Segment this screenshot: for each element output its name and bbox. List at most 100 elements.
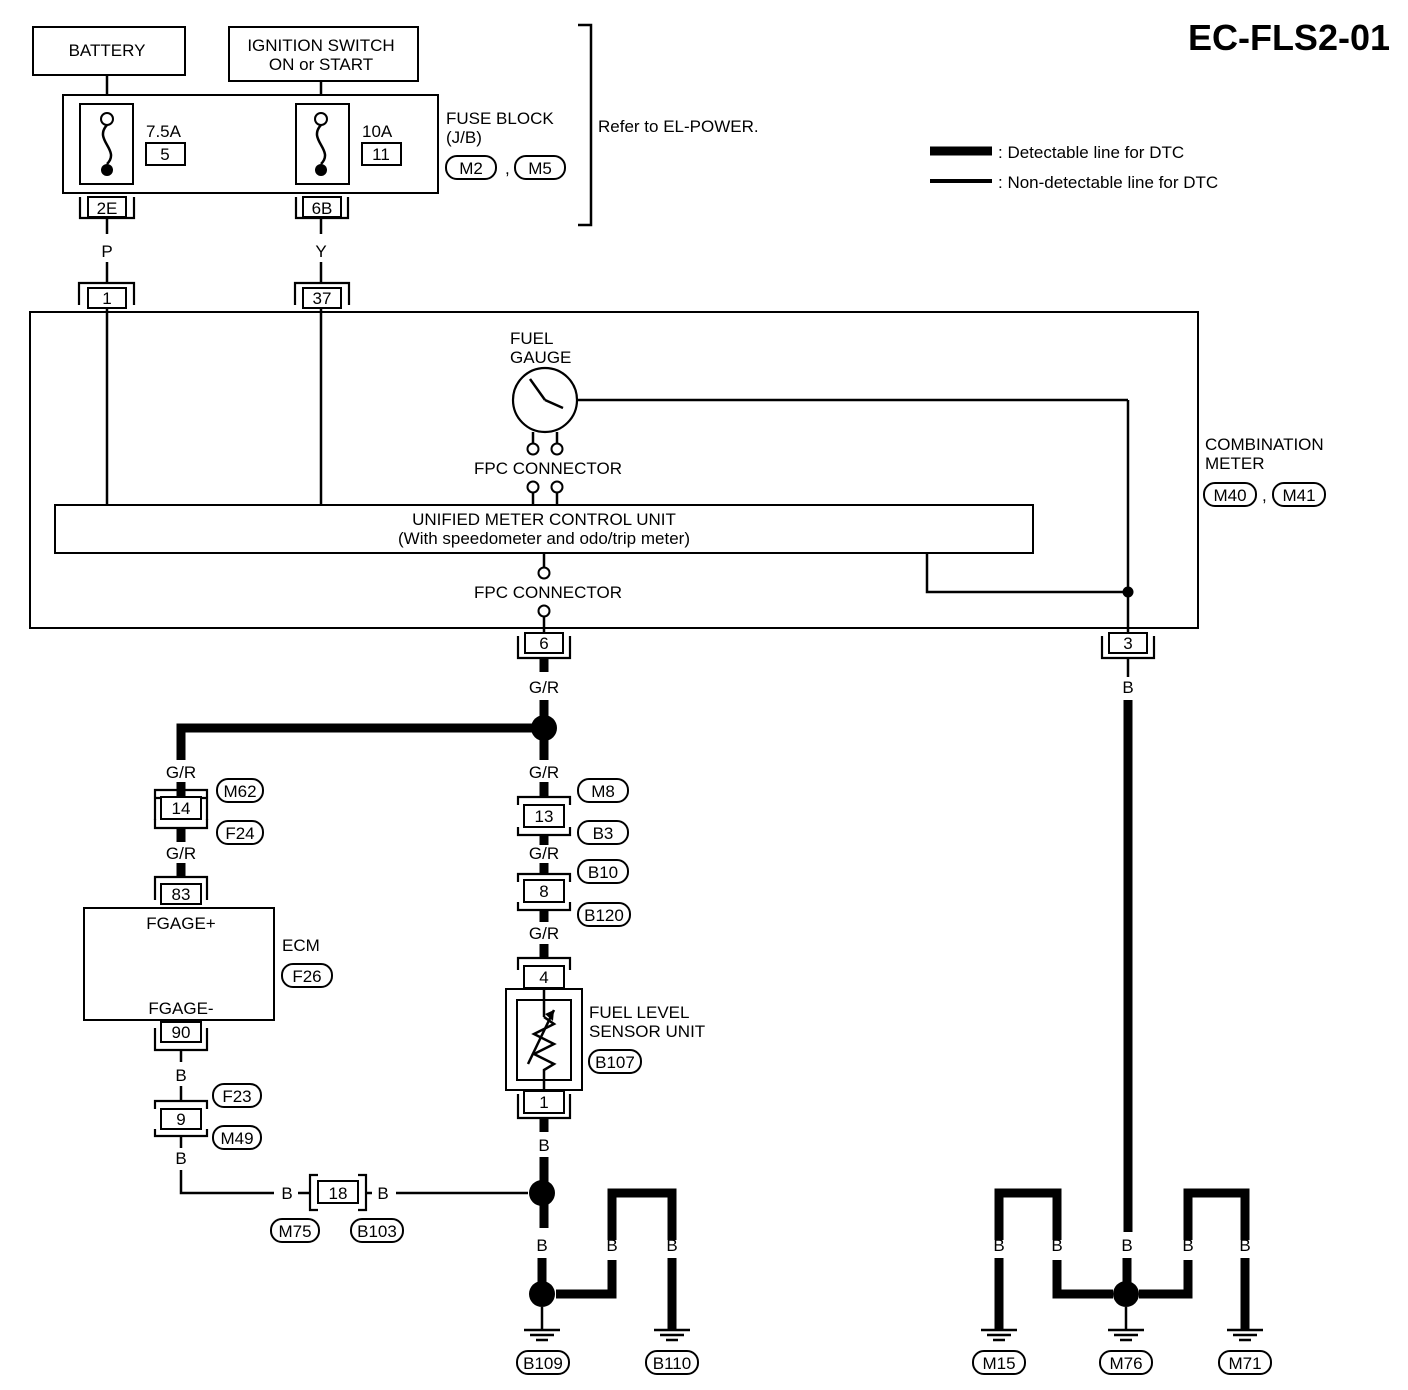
- conn-8-bottom: B120: [584, 906, 624, 925]
- conn-13-pin: 13: [535, 807, 554, 826]
- fuse-term-6b: 6B: [312, 199, 333, 218]
- fuse-1-amp: 7.5A: [146, 122, 182, 141]
- ecm-label: ECM: [282, 936, 320, 955]
- battery-box: [32, 26, 186, 76]
- ground-b109-icon: [522, 1328, 562, 1342]
- wire-b-center-3: B: [606, 1236, 617, 1255]
- ignition-box: [228, 26, 419, 82]
- wire-gr-center-2: G/R: [529, 844, 559, 863]
- conn-9-top: F23: [222, 1087, 251, 1106]
- wire-b-center-4: B: [666, 1236, 677, 1255]
- combination-meter-box: [29, 311, 1199, 629]
- fuse-2-num: 11: [372, 145, 390, 164]
- conn-14-pin: 14: [172, 799, 191, 818]
- fpc-connector-top: FPC CONNECTOR: [474, 459, 622, 478]
- wire-b-left-3: B: [281, 1184, 292, 1203]
- ground-m71-icon: [1225, 1328, 1265, 1342]
- conn-13-top: M8: [591, 782, 615, 801]
- sensor-pin-4: 4: [539, 968, 548, 987]
- svg-text:,: ,: [505, 159, 510, 178]
- wire-gr-center-1: G/R: [529, 763, 559, 782]
- ground-b110-icon: [652, 1328, 692, 1342]
- ignition-label-1: IGNITION SWITCH: [247, 36, 394, 55]
- legend-detectable: : Detectable line for DTC: [998, 143, 1184, 162]
- variable-resistor-icon: [531, 1015, 557, 1090]
- conn-8-pin: 8: [539, 882, 548, 901]
- wire-b-left-2: B: [175, 1149, 186, 1168]
- conn-9-bottom: M49: [220, 1129, 253, 1148]
- wire-gr-left-2: G/R: [166, 844, 196, 863]
- refer-text: Refer to EL-POWER.: [598, 117, 759, 136]
- meter-pin-3: 3: [1123, 634, 1132, 653]
- ecm-pin-83: 83: [172, 885, 191, 904]
- ground-b109: B109: [523, 1354, 563, 1373]
- wire-y-label: Y: [315, 242, 326, 261]
- fuse-1-num: 5: [160, 145, 169, 164]
- meter-pin-6: 6: [539, 634, 548, 653]
- fuse-block-label-1: FUSE BLOCK: [446, 109, 554, 128]
- ecm-pin-90: 90: [172, 1023, 191, 1042]
- sensor-pin-1: 1: [539, 1093, 548, 1112]
- conn-14-bottom: F24: [225, 824, 254, 843]
- ground-m71: M71: [1228, 1354, 1261, 1373]
- ecm-fgage-plus: FGAGE+: [146, 914, 216, 933]
- wire-gr-left-1: G/R: [166, 763, 196, 782]
- page-title: EC-FLS2-01: [1188, 17, 1390, 58]
- unified-meter-control-unit: [54, 504, 1034, 554]
- unit-label-1: UNIFIED METER CONTROL UNIT: [412, 510, 676, 529]
- ground-b110: B110: [653, 1354, 691, 1373]
- conn-9-pin: 9: [176, 1110, 185, 1129]
- fuse-block-label-2: (J/B): [446, 128, 482, 147]
- wire-b-right-1: B: [1122, 678, 1133, 697]
- wire-gr-1: G/R: [529, 678, 559, 697]
- meter-conn-m40: M40: [1213, 486, 1246, 505]
- battery-label: BATTERY: [69, 41, 146, 60]
- meter-pin-37: 37: [313, 289, 332, 308]
- ignition-label-2: ON or START: [269, 55, 373, 74]
- sensor-connector: B107: [595, 1053, 635, 1072]
- ecm-connector: F26: [292, 967, 321, 986]
- svg-text:,: ,: [1262, 486, 1267, 505]
- conn-18-left: M75: [278, 1222, 311, 1241]
- fuse-block-conn-m5: M5: [528, 159, 552, 178]
- sensor-label-1: FUEL LEVEL: [589, 1003, 689, 1022]
- wire-b-right-2: B: [1121, 1236, 1132, 1255]
- meter-label-1: COMBINATION: [1205, 435, 1324, 454]
- conn-14-top: M62: [223, 782, 256, 801]
- wire-b-right-6: B: [1239, 1236, 1250, 1255]
- fuse-2-icon: [314, 112, 328, 126]
- wire-b-right-3: B: [1051, 1236, 1062, 1255]
- wire-b-right-5: B: [1182, 1236, 1193, 1255]
- fuel-gauge-label-2: GAUGE: [510, 348, 571, 367]
- ecm-fgage-minus: FGAGE-: [148, 999, 213, 1018]
- wire-gr-center-3: G/R: [529, 924, 559, 943]
- meter-pin-1: 1: [102, 289, 111, 308]
- ground-m15: M15: [982, 1354, 1015, 1373]
- meter-conn-m41: M41: [1282, 486, 1315, 505]
- fuse-2-amp: 10A: [362, 122, 393, 141]
- fuse-1-icon: [100, 112, 114, 126]
- ground-m15-icon: [979, 1328, 1019, 1342]
- ecm-box: [83, 907, 275, 1021]
- wire-b-center-2: B: [536, 1236, 547, 1255]
- wire-b-center-1: B: [538, 1136, 549, 1155]
- fuse-term-2e: 2E: [97, 199, 118, 218]
- sensor-label-2: SENSOR UNIT: [589, 1022, 705, 1041]
- conn-13-bottom: B3: [593, 824, 614, 843]
- wire-b-left-1: B: [175, 1066, 186, 1085]
- fpc-connector-bottom: FPC CONNECTOR: [474, 583, 622, 602]
- ground-m76: M76: [1109, 1354, 1142, 1373]
- conn-18-right: B103: [357, 1222, 397, 1241]
- ground-m76-icon: [1106, 1328, 1146, 1342]
- meter-label-2: METER: [1205, 454, 1265, 473]
- fuse-block-conn-m2: M2: [459, 159, 483, 178]
- conn-8-top: B10: [588, 863, 618, 882]
- legend-non-detectable: : Non-detectable line for DTC: [998, 173, 1218, 192]
- wire-p-label: P: [101, 242, 112, 261]
- wire-b-right-4: B: [993, 1236, 1004, 1255]
- refer-bracket: [578, 23, 593, 227]
- wire-b-left-4: B: [377, 1184, 388, 1203]
- unit-label-2: (With speedometer and odo/trip meter): [398, 529, 690, 548]
- conn-18-pin: 18: [329, 1184, 348, 1203]
